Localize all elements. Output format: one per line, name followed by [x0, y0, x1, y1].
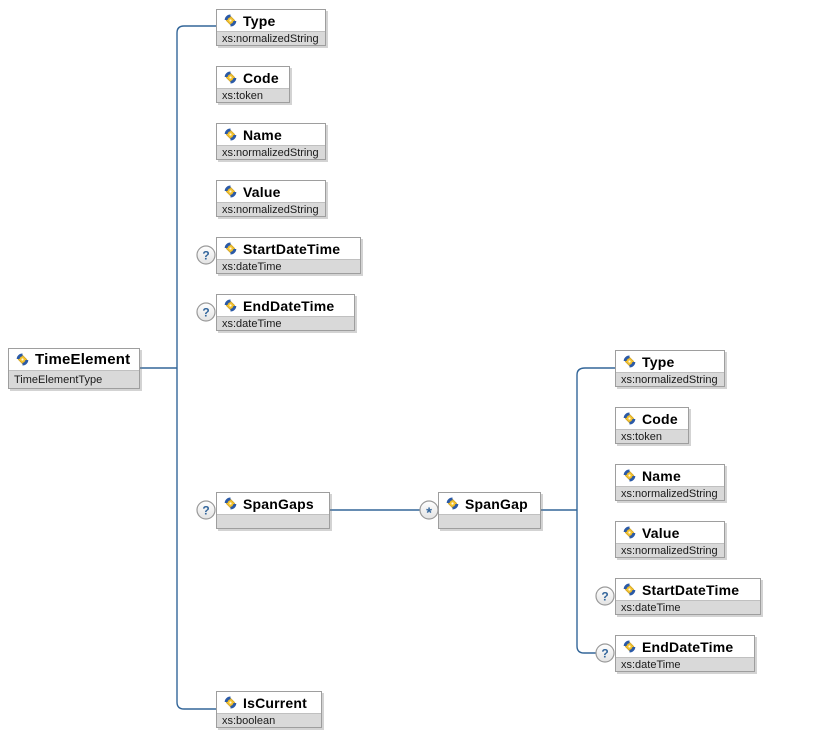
optional-indicator-icon: ?: [595, 643, 615, 663]
element-name: Name: [642, 467, 681, 484]
node-enddatetime[interactable]: EndDateTime xs:dateTime: [216, 294, 355, 331]
element-name: Code: [243, 69, 279, 86]
element-icon: [15, 353, 30, 366]
element-name: Code: [642, 410, 678, 427]
svg-text:?: ?: [202, 249, 209, 263]
element-icon: [622, 355, 637, 368]
optional-indicator-icon: ?: [196, 245, 216, 265]
element-icon: [223, 242, 238, 255]
element-icon: [622, 640, 637, 653]
element-type: [439, 514, 540, 528]
right-trunk-line: [576, 367, 615, 654]
element-name: StartDateTime: [642, 581, 740, 598]
node-type[interactable]: Type xs:normalizedString: [216, 9, 326, 46]
element-icon: [622, 583, 637, 596]
element-type: xs:token: [616, 429, 688, 443]
element-icon: [445, 497, 460, 510]
element-type: xs:dateTime: [217, 316, 354, 330]
node-spangap-name[interactable]: Name xs:normalizedString: [615, 464, 725, 501]
element-type: xs:normalizedString: [616, 372, 724, 386]
node-spangap-code[interactable]: Code xs:token: [615, 407, 689, 444]
element-name: Value: [243, 183, 281, 200]
element-icon: [223, 14, 238, 27]
node-name[interactable]: Name xs:normalizedString: [216, 123, 326, 160]
element-icon: [622, 469, 637, 482]
element-name: Type: [642, 353, 675, 370]
element-icon: [622, 526, 637, 539]
optional-indicator-icon: ?: [595, 586, 615, 606]
element-icon: [223, 299, 238, 312]
node-spangap-startdatetime[interactable]: StartDateTime xs:dateTime: [615, 578, 761, 615]
repeat-indicator-icon: *: [419, 500, 439, 522]
element-type: TimeElementType: [9, 370, 139, 388]
node-spangap-type[interactable]: Type xs:normalizedString: [615, 350, 725, 387]
node-code[interactable]: Code xs:token: [216, 66, 290, 103]
svg-text:?: ?: [202, 306, 209, 320]
node-timeelement[interactable]: TimeElement TimeElementType: [8, 348, 140, 389]
element-type: xs:normalizedString: [217, 145, 325, 159]
element-name: EndDateTime: [642, 638, 734, 655]
element-type: xs:normalizedString: [217, 31, 325, 45]
element-type: xs:normalizedString: [217, 202, 325, 216]
element-type: xs:normalizedString: [616, 486, 724, 500]
optional-indicator-icon: ?: [196, 500, 216, 520]
element-type: xs:token: [217, 88, 289, 102]
element-name: Type: [243, 12, 276, 29]
element-type: xs:normalizedString: [616, 543, 724, 557]
left-trunk-line: [176, 25, 216, 710]
node-spangap-enddatetime[interactable]: EndDateTime xs:dateTime: [615, 635, 755, 672]
element-name: EndDateTime: [243, 297, 335, 314]
element-name: IsCurrent: [243, 694, 308, 711]
node-spangaps[interactable]: SpanGaps: [216, 492, 330, 529]
element-name: SpanGaps: [243, 495, 314, 512]
element-icon: [223, 185, 238, 198]
element-type: xs:dateTime: [616, 600, 760, 614]
svg-text:?: ?: [601, 647, 608, 661]
svg-text:?: ?: [202, 504, 209, 518]
element-type: xs:dateTime: [217, 259, 360, 273]
element-icon: [622, 412, 637, 425]
element-type: xs:boolean: [217, 713, 321, 727]
element-name: SpanGap: [465, 495, 528, 512]
node-startdatetime[interactable]: StartDateTime xs:dateTime: [216, 237, 361, 274]
node-value[interactable]: Value xs:normalizedString: [216, 180, 326, 217]
element-icon: [223, 71, 238, 84]
element-icon: [223, 497, 238, 510]
element-icon: [223, 696, 238, 709]
element-name: Value: [642, 524, 680, 541]
optional-indicator-icon: ?: [196, 302, 216, 322]
element-name: Name: [243, 126, 282, 143]
element-type: xs:dateTime: [616, 657, 754, 671]
svg-text:?: ?: [601, 590, 608, 604]
svg-text:*: *: [426, 505, 432, 522]
element-name: StartDateTime: [243, 240, 341, 257]
node-spangap[interactable]: SpanGap: [438, 492, 541, 529]
node-spangap-value[interactable]: Value xs:normalizedString: [615, 521, 725, 558]
element-name: TimeElement: [35, 351, 131, 368]
element-type: [217, 514, 329, 528]
node-iscurrent[interactable]: IsCurrent xs:boolean: [216, 691, 322, 728]
element-icon: [223, 128, 238, 141]
